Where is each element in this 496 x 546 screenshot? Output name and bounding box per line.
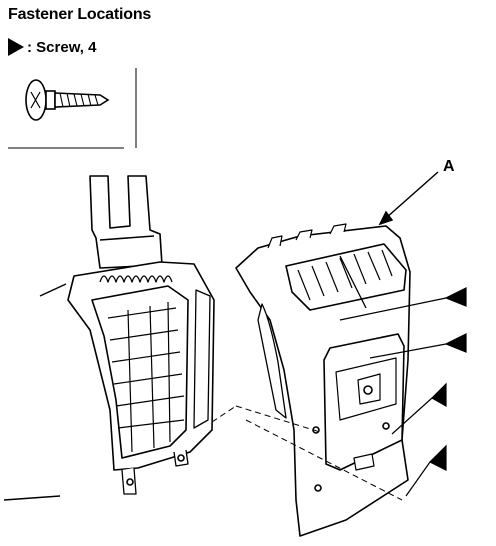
part-a-callout-label: A — [443, 158, 455, 175]
screw-marker-1 — [444, 287, 467, 307]
fastener-legend-label: : Screw, 4 — [27, 38, 97, 56]
fastener-legend: : Screw, 4 — [8, 38, 96, 56]
page-title: Fastener Locations — [8, 6, 152, 23]
floor-line — [3, 283, 67, 501]
screw-marker-2 — [444, 333, 467, 353]
screw-marker-4 — [428, 444, 447, 471]
part-a-callout-arrow — [378, 171, 439, 226]
legend-box-lines — [8, 68, 137, 149]
triangle-marker-icon — [8, 38, 24, 56]
screw-marker-3 — [431, 382, 447, 408]
left-panel-assembly — [67, 175, 215, 495]
screw-icon — [25, 79, 110, 121]
part-a-vent-console — [235, 223, 411, 537]
alignment-lines — [211, 405, 403, 501]
screw-callouts — [339, 287, 467, 497]
